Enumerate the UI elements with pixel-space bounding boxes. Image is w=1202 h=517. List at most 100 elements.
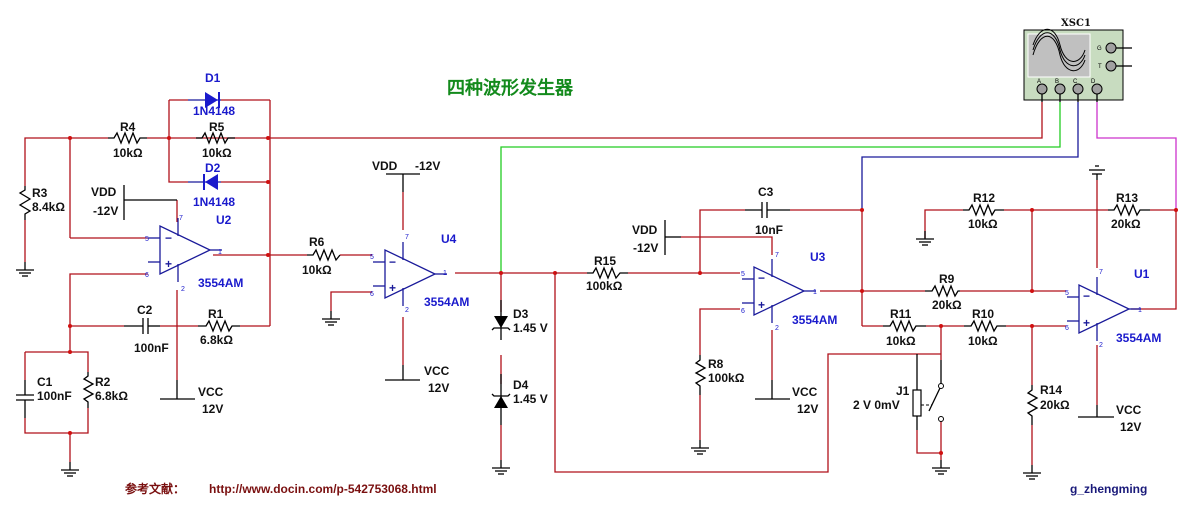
u1-vcc-name: VCC (1116, 403, 1142, 417)
u3-vcc-name: VCC (792, 385, 818, 399)
u4-ref: U4 (441, 232, 457, 246)
scope-input-d[interactable] (1091, 83, 1103, 95)
svg-text:A: A (1037, 79, 1041, 85)
circuit-title: 四种波形发生器 (447, 77, 574, 99)
stage-u4: R6 10kΩ 5 6 7 2 1 − + U4 3554AM VDD -12V… (300, 102, 1061, 475)
svg-text:D: D (1091, 79, 1096, 85)
r11-value: 10kΩ (886, 334, 916, 348)
ground-icon (60, 461, 80, 477)
svg-text:7: 7 (775, 252, 779, 259)
r15-value: 100kΩ (586, 279, 623, 293)
svg-text:−: − (389, 255, 396, 269)
r1-value: 6.8kΩ (200, 333, 233, 347)
svg-text:T: T (1098, 64, 1102, 70)
resistor-r1 (198, 319, 240, 333)
scope-input-a[interactable] (1036, 83, 1048, 95)
u3-vdd-name: VDD (632, 223, 658, 237)
svg-text:1: 1 (443, 270, 447, 277)
resistor-r2 (82, 372, 95, 408)
r14-value: 20kΩ (1040, 398, 1070, 412)
svg-text:1: 1 (1138, 307, 1142, 314)
resistor-r3 (18, 186, 32, 220)
resistor-r6 (307, 248, 341, 262)
scope-channel-b-wire (500, 102, 1061, 273)
svg-text:5: 5 (1065, 290, 1069, 297)
svg-text:2: 2 (1099, 342, 1103, 349)
u2-vcc-name: VCC (198, 385, 224, 399)
resistor-r5 (196, 131, 235, 145)
resistor-r14 (1026, 385, 1039, 425)
u1-ref: U1 (1134, 267, 1150, 281)
resistor-r12 (963, 203, 1004, 217)
r9-ref: R9 (939, 272, 955, 286)
stage-u1: R12 10kΩ R13 20kΩ R9 20kΩ R11 10kΩ R10 1… (853, 102, 1178, 480)
svg-text:7: 7 (1099, 269, 1103, 276)
diode-d1 (188, 92, 221, 108)
u3-ref: U3 (810, 250, 826, 264)
resistor-r10 (964, 319, 1006, 333)
scope-input-c[interactable] (1072, 83, 1084, 95)
d3-ref: D3 (513, 307, 529, 321)
capacitor-c3 (745, 202, 790, 218)
u2-part: 3554AM (198, 276, 243, 290)
u4-vcc-value: 12V (428, 381, 449, 395)
ground-icon (321, 310, 341, 326)
author-label: g_zhengming (1070, 482, 1147, 496)
d2-ref: D2 (205, 161, 221, 175)
u2-vdd-value: -12V (93, 204, 118, 218)
r5-ref: R5 (209, 120, 225, 134)
ground-icon (690, 439, 710, 455)
j1-value: 2 V 0mV (853, 398, 900, 412)
r5-value: 10kΩ (202, 146, 232, 160)
r10-value: 10kΩ (968, 334, 998, 348)
u4-vcc-name: VCC (424, 364, 450, 378)
svg-text:6: 6 (1065, 325, 1069, 332)
svg-text:G: G (1097, 46, 1102, 52)
ground-icon (931, 459, 951, 475)
r10-ref: R10 (972, 307, 994, 321)
r3-value: 8.4kΩ (32, 200, 65, 214)
scope-input-b[interactable] (1054, 83, 1066, 95)
stage-u3: R15 100kΩ C3 10nF VDD -12V 5 6 7 2 1 − +… (555, 185, 862, 455)
r6-value: 10kΩ (302, 263, 332, 277)
u4-part: 3554AM (424, 295, 469, 309)
svg-text:2: 2 (181, 286, 185, 293)
r6-ref: R6 (309, 235, 325, 249)
scope-channel-a-wire (270, 102, 1043, 139)
u4-vdd-name: VDD (372, 159, 398, 173)
scope-input-g[interactable] (1105, 42, 1117, 54)
resistor-r13 (1108, 203, 1150, 217)
d3-value: 1.45 V (513, 321, 548, 335)
r13-value: 20kΩ (1111, 217, 1141, 231)
svg-text:+: + (165, 257, 172, 271)
u3-part: 3554AM (792, 313, 837, 327)
svg-text:5: 5 (145, 236, 149, 243)
u1-vcc-value: 12V (1120, 420, 1141, 434)
svg-text:6: 6 (741, 308, 745, 315)
r13-ref: R13 (1116, 191, 1138, 205)
r11-ref: R11 (890, 307, 912, 321)
diode-d2 (188, 174, 221, 190)
svg-text:6: 6 (145, 272, 149, 279)
svg-text:−: − (165, 231, 172, 245)
resistor-r4 (108, 131, 147, 145)
oscilloscope-xsc1[interactable]: XSC1 A B C D G T (1023, 18, 1132, 102)
c2-ref: C2 (137, 303, 153, 317)
scope-input-t[interactable] (1105, 60, 1117, 72)
svg-text:7: 7 (405, 234, 409, 241)
switch-j1[interactable] (912, 354, 944, 430)
svg-text:6: 6 (370, 291, 374, 298)
ground-icon (915, 230, 935, 246)
ground-icon (491, 459, 511, 475)
svg-text:+: + (389, 281, 396, 295)
reference-url[interactable]: http://www.docin.com/p-542753068.html (209, 482, 437, 496)
reference-label: 参考文献： (125, 481, 185, 496)
r8-ref: R8 (708, 357, 724, 371)
c3-ref: C3 (758, 185, 774, 199)
r4-value: 10kΩ (113, 146, 143, 160)
r12-ref: R12 (973, 191, 995, 205)
ground-icon (15, 261, 35, 277)
scope-channel-c-wire (861, 102, 1079, 210)
